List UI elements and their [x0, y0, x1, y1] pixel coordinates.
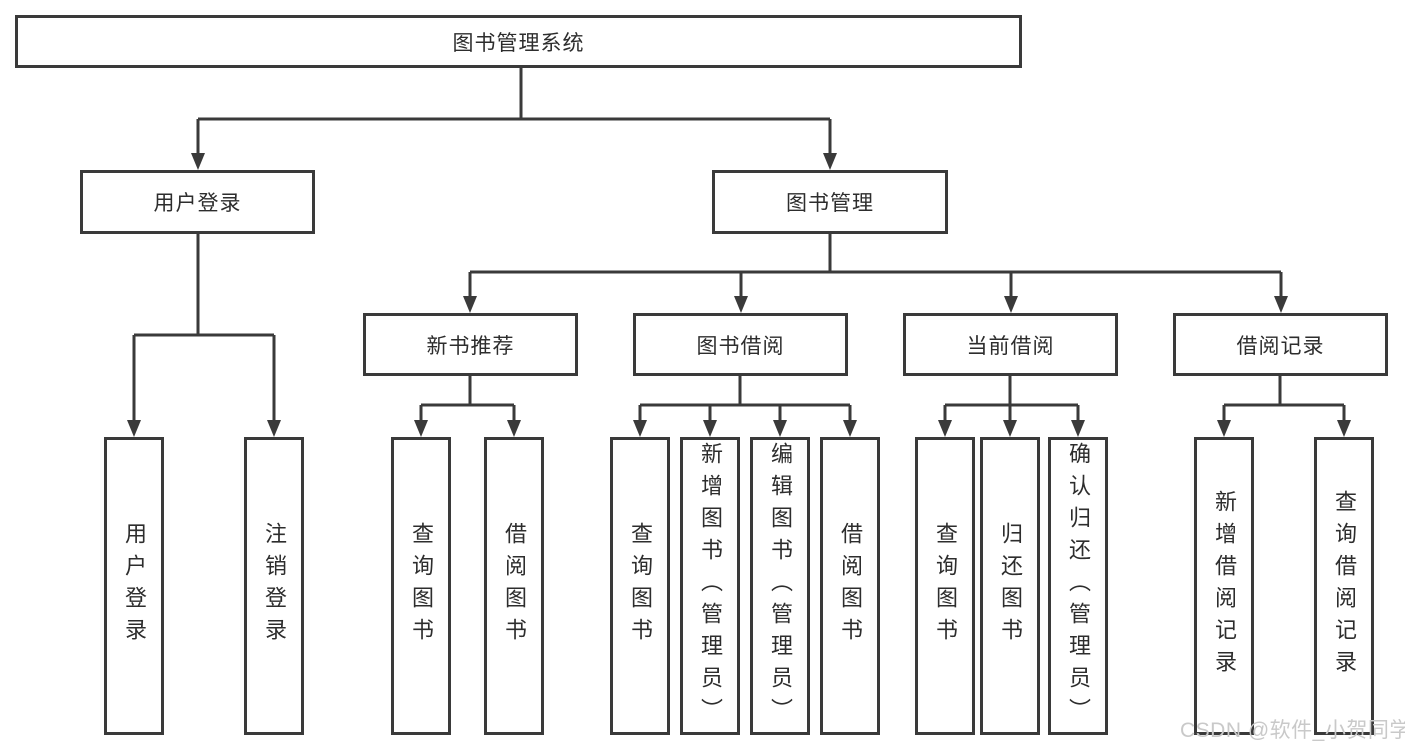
node-current-borrow: 当前借阅: [903, 313, 1118, 376]
node-library-management-system: 图书管理系统: [15, 15, 1022, 68]
leaf-recommend-query-books: 查询图书: [391, 437, 451, 735]
node-new-book-recommend: 新书推荐: [363, 313, 578, 376]
leaf-user-login: 用户登录: [104, 437, 164, 735]
csdn-watermark: CSDN @软件_小贺同学: [1180, 719, 1405, 742]
leaf-borrow-query-books: 查询图书: [610, 437, 670, 735]
leaf-records-query-borrow-record: 查询借阅记录: [1314, 437, 1374, 735]
leaf-borrow-add-books-admin: 新增图书（管理员）: [680, 437, 740, 735]
node-user-login: 用户登录: [80, 170, 315, 234]
leaf-current-confirm-return-admin: 确认归还（管理员）: [1048, 437, 1108, 735]
node-borrow-records: 借阅记录: [1173, 313, 1388, 376]
leaf-borrow-borrow-books: 借阅图书: [820, 437, 880, 735]
leaf-borrow-edit-books-admin: 编辑图书（管理员）: [750, 437, 810, 735]
arrowheads: [127, 153, 1351, 437]
node-book-management: 图书管理: [712, 170, 948, 234]
leaf-logout-login: 注销登录: [244, 437, 304, 735]
leaf-records-add-borrow-record: 新增借阅记录: [1194, 437, 1254, 735]
leaf-current-query-books: 查询图书: [915, 437, 975, 735]
leaf-current-return-books: 归还图书: [980, 437, 1040, 735]
leaf-recommend-borrow-books: 借阅图书: [484, 437, 544, 735]
node-book-borrow: 图书借阅: [633, 313, 848, 376]
